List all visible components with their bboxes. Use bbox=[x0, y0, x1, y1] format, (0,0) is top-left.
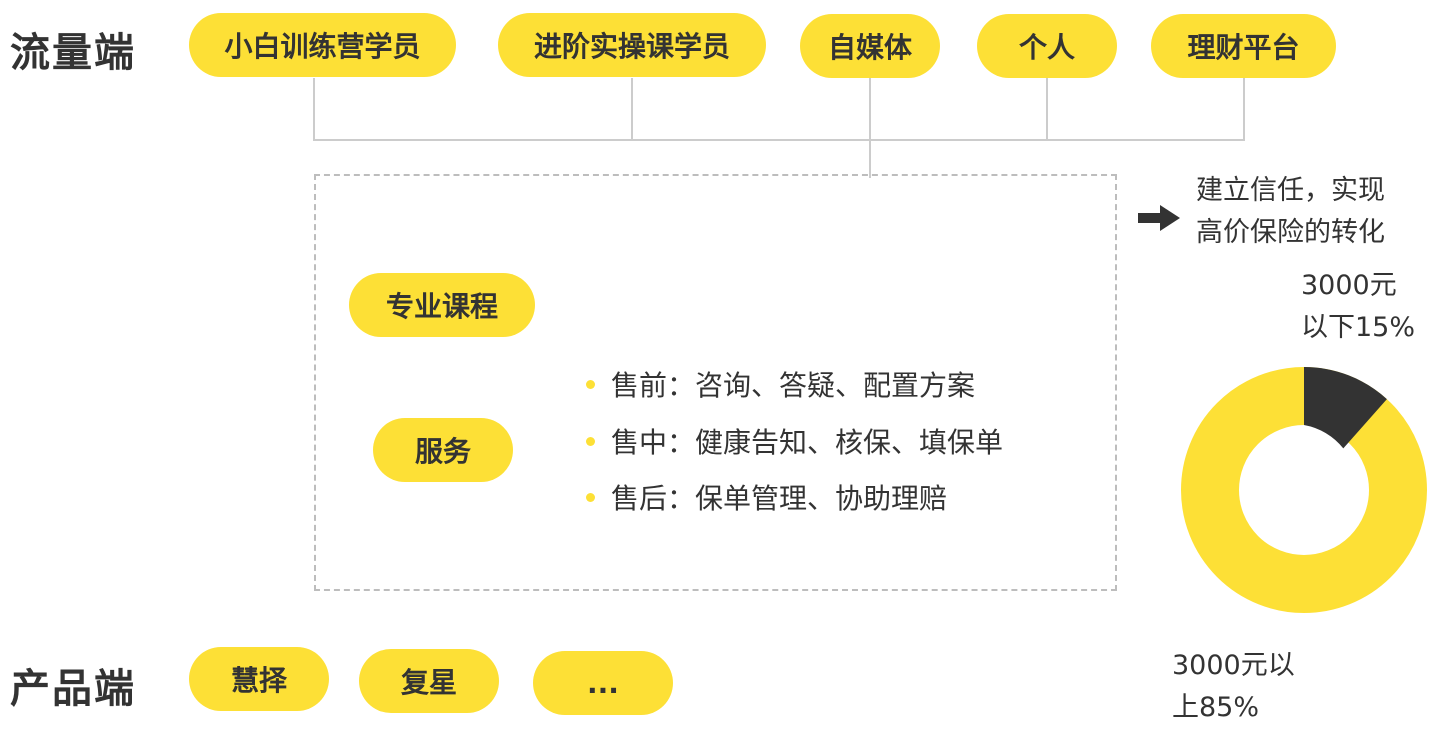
bullet-dot-icon bbox=[586, 492, 595, 502]
pill-label: 自媒体 bbox=[827, 31, 912, 64]
service-item-text: 售后：保单管理、协助理赔 bbox=[611, 482, 948, 515]
product-huize[interactable]: 慧择 bbox=[189, 647, 329, 711]
traffic-source-self-media[interactable]: 自媒体 bbox=[800, 14, 940, 78]
traffic-source-advanced-course[interactable]: 进阶实操课学员 bbox=[498, 13, 766, 77]
pill-label: 慧择 bbox=[230, 664, 287, 697]
product-section-title: 产品端 bbox=[10, 666, 136, 712]
product-more[interactable]: ... bbox=[533, 651, 673, 715]
connector-bar bbox=[313, 139, 1245, 141]
service-pill[interactable]: 服务 bbox=[373, 418, 513, 482]
pill-label: 复星 bbox=[400, 666, 457, 699]
donut-segment-below-3000 bbox=[1304, 367, 1387, 449]
traffic-source-beginner-camp[interactable]: 小白训练营学员 bbox=[189, 13, 456, 77]
bullet-dot-icon bbox=[586, 436, 595, 446]
connector-line bbox=[313, 78, 315, 141]
pill-label: 进阶实操课学员 bbox=[533, 30, 730, 63]
donut-label-below-3000: 3000元 以下15% bbox=[1301, 265, 1415, 349]
label-line: 上85% bbox=[1172, 692, 1260, 723]
service-item-text: 售前：咨询、答疑、配置方案 bbox=[611, 369, 976, 402]
pill-label: ... bbox=[587, 666, 619, 700]
pill-label: 服务 bbox=[414, 435, 471, 468]
traffic-section-title: 流量端 bbox=[10, 30, 136, 76]
service-item-insale: 售中：健康告知、核保、填保单 bbox=[586, 421, 1003, 461]
price-distribution-donut-chart bbox=[1181, 367, 1427, 613]
core-offering-box bbox=[314, 174, 1117, 591]
connector-line bbox=[1046, 78, 1048, 141]
outcome-line: 建立信任，实现 bbox=[1196, 175, 1385, 206]
label-line: 3000元以 bbox=[1172, 650, 1295, 681]
label-line: 以下15% bbox=[1301, 312, 1416, 343]
pill-label: 专业课程 bbox=[385, 290, 498, 323]
connector-line bbox=[631, 78, 633, 141]
connector-line bbox=[1243, 78, 1245, 141]
donut-label-above-3000: 3000元以 上85% bbox=[1172, 645, 1295, 729]
service-item-text: 售中：健康告知、核保、填保单 bbox=[611, 426, 1004, 459]
connector-line bbox=[869, 78, 871, 178]
pill-label: 个人 bbox=[1018, 31, 1075, 64]
service-item-presale: 售前：咨询、答疑、配置方案 bbox=[586, 364, 975, 404]
bullet-dot-icon bbox=[586, 379, 595, 389]
outcome-line: 高价保险的转化 bbox=[1196, 217, 1385, 248]
outcome-text: 建立信任，实现 高价保险的转化 bbox=[1196, 170, 1385, 254]
service-item-aftersale: 售后：保单管理、协助理赔 bbox=[586, 477, 947, 517]
professional-course-pill[interactable]: 专业课程 bbox=[349, 273, 535, 337]
pill-label: 理财平台 bbox=[1187, 31, 1300, 64]
pill-label: 小白训练营学员 bbox=[224, 30, 421, 63]
traffic-source-finance-platform[interactable]: 理财平台 bbox=[1151, 14, 1336, 78]
label-line: 3000元 bbox=[1301, 270, 1397, 301]
right-arrow-icon bbox=[1138, 205, 1180, 231]
traffic-source-individual[interactable]: 个人 bbox=[977, 14, 1117, 78]
product-fosun[interactable]: 复星 bbox=[359, 649, 499, 713]
